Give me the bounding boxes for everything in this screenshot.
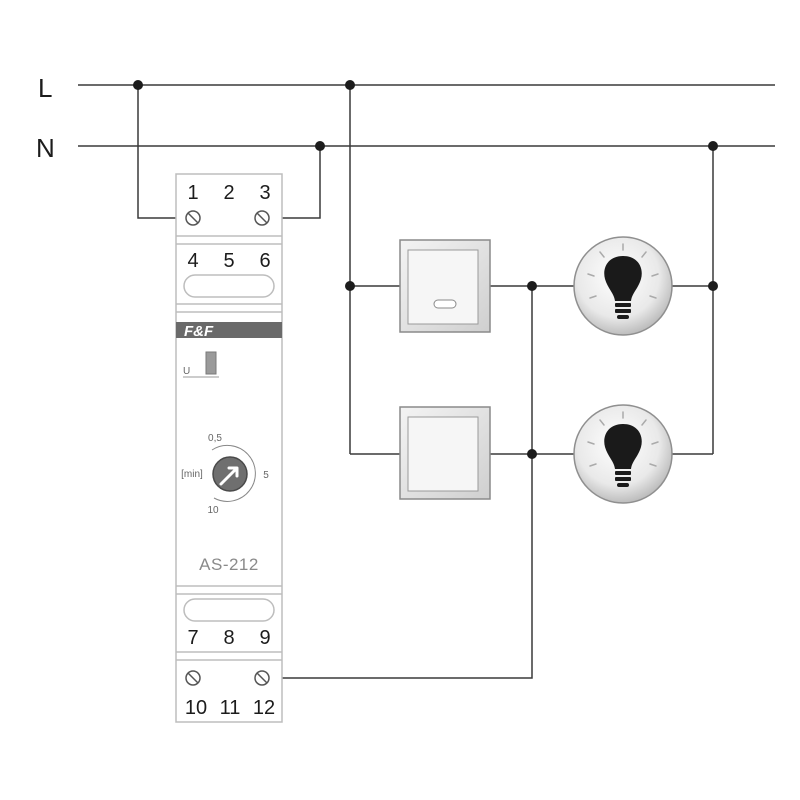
terminal-9-label: 9 xyxy=(259,627,270,649)
pushbutton-2[interactable] xyxy=(399,406,491,500)
screw-terminal-1-icon xyxy=(185,210,201,226)
label-slot xyxy=(183,274,275,298)
brand-logo: F&F xyxy=(184,323,214,340)
terminal-2-label: 2 xyxy=(223,182,234,204)
time-dial-knob[interactable] xyxy=(212,456,248,492)
wire-control-to-terminal-12 xyxy=(262,286,533,679)
live-line-label: L xyxy=(38,73,52,103)
terminal-8-label: 8 xyxy=(223,627,234,649)
lightbulb-icon xyxy=(587,243,659,319)
neutral-line-label: N xyxy=(36,133,55,163)
terminal-7-label: 7 xyxy=(187,627,198,649)
wire-l-to-terminal-1 xyxy=(137,85,190,219)
junction-node xyxy=(315,141,325,151)
screw-terminal-3-icon xyxy=(254,210,270,226)
dial-scale-arc xyxy=(211,444,256,502)
model-label: AS-212 xyxy=(199,555,259,574)
terminal-10-label: 10 xyxy=(185,697,207,719)
junction-node xyxy=(527,449,537,459)
dial-mark-right: 5 xyxy=(263,470,269,481)
screw-terminal-10-icon xyxy=(185,670,201,686)
terminal-5-label: 5 xyxy=(223,250,234,272)
junction-node xyxy=(345,281,355,291)
terminal-1-label: 1 xyxy=(187,182,198,204)
brand-bar xyxy=(176,322,282,338)
label-slot xyxy=(183,598,275,622)
pushbutton-indicator-icon xyxy=(433,299,457,309)
lightbulb-icon xyxy=(587,411,659,487)
led-indicator xyxy=(205,351,217,375)
junction-node xyxy=(708,141,718,151)
junction-node xyxy=(345,80,355,90)
dial-mark-top: 0,5 xyxy=(208,433,222,444)
screw-terminal-12-icon xyxy=(254,670,270,686)
terminal-12-label: 12 xyxy=(253,697,275,719)
dial-mark-bottom: 10 xyxy=(207,505,219,516)
dial-arrow-icon xyxy=(219,466,239,486)
dial-unit-label: [min] xyxy=(181,469,203,480)
pushbutton-1[interactable] xyxy=(399,239,491,333)
junction-node xyxy=(708,281,718,291)
indicator-label: U xyxy=(183,366,190,377)
lamp-1 xyxy=(573,236,673,336)
terminal-3-label: 3 xyxy=(259,182,270,204)
terminal-11-label: 11 xyxy=(220,697,241,719)
lamp-2 xyxy=(573,404,673,504)
relay-module: 1 2 3 4 5 6 F&F U 0,5 [min] 5 10 xyxy=(175,173,283,723)
terminal-4-label: 4 xyxy=(187,250,198,272)
junction-node xyxy=(527,281,537,291)
terminal-6-label: 6 xyxy=(259,250,270,272)
junction-node xyxy=(133,80,143,90)
